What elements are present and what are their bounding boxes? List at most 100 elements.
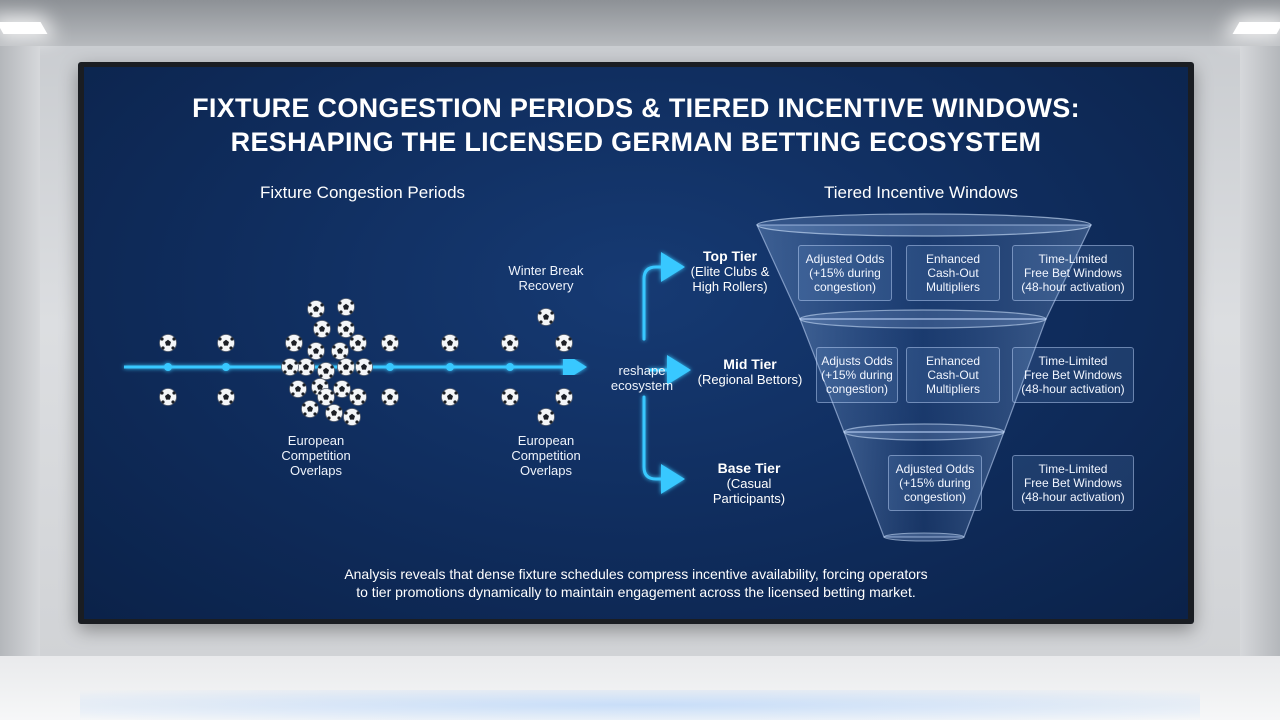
box-text: congestion) <box>825 382 889 396</box>
box-text: congestion) <box>903 490 967 504</box>
tier-funnel <box>756 213 1092 542</box>
soccer-ball-icon <box>501 388 519 406</box>
tier-label-mid: Mid Tier (Regional Bettors) <box>684 356 816 388</box>
soccer-ball-icon <box>337 358 355 376</box>
box-text: Time-Limited <box>1038 252 1108 266</box>
incentive-box-top-freebet: Time-Limited Free Bet Windows (48-hour a… <box>1012 245 1134 301</box>
box-text: Free Bet Windows <box>1023 476 1123 490</box>
tier-label-top: Top Tier (Elite Clubs & High Rollers) <box>680 249 780 295</box>
winter-break-line-1: Winter Break <box>508 263 584 278</box>
overlap-left-line-3: Overlaps <box>289 463 343 478</box>
soccer-ball-icon <box>337 298 355 316</box>
soccer-ball-icon <box>349 388 367 406</box>
incentive-box-mid-odds: Adjusts Odds (+15% during congestion) <box>816 347 898 403</box>
soccer-ball-group <box>159 298 573 426</box>
summary-line-2: to tier promotions dynamically to mainta… <box>356 584 916 600</box>
display-screen-bezel: Fixture Congestion Periods & Tiered Ince… <box>78 62 1194 624</box>
ceiling-light-right <box>1232 22 1280 34</box>
soccer-ball-icon <box>307 342 325 360</box>
incentive-box-mid-freebet: Time-Limited Free Bet Windows (48-hour a… <box>1012 347 1134 403</box>
incentive-box-base-odds: Adjusted Odds (+15% during congestion) <box>888 455 982 511</box>
tier-desc-base-2: Participants) <box>712 491 786 506</box>
incentive-box-mid-cashout: Enhanced Cash-Out Multipliers <box>906 347 1000 403</box>
diagram-graphics <box>124 213 1092 542</box>
right-section-heading: Tiered Incentive Windows <box>824 183 1019 202</box>
box-text: Adjusts Odds <box>821 354 893 368</box>
overlap-right-line-3: Overlaps <box>519 463 573 478</box>
box-text: Enhanced <box>925 354 981 368</box>
floor-reflection <box>80 690 1200 720</box>
summary-line-1: Analysis reveals that dense fixture sche… <box>344 566 928 582</box>
tier-desc-top-1: (Elite Clubs & <box>690 264 770 279</box>
soccer-ball-icon <box>317 362 335 380</box>
soccer-ball-icon <box>381 388 399 406</box>
incentive-box-base-freebet: Time-Limited Free Bet Windows (48-hour a… <box>1012 455 1134 511</box>
ceiling <box>0 0 1280 46</box>
soccer-ball-icon <box>301 400 319 418</box>
soccer-ball-icon <box>355 358 373 376</box>
box-text: Time-Limited <box>1038 354 1108 368</box>
soccer-ball-icon <box>555 388 573 406</box>
tier-desc-base-1: (Casual <box>726 476 772 491</box>
soccer-ball-icon <box>501 334 519 352</box>
box-text: congestion) <box>813 280 877 294</box>
title-line-1: Fixture Congestion Periods & Tiered Ince… <box>192 93 1080 123</box>
box-text: Adjusted Odds <box>805 252 885 266</box>
soccer-ball-icon <box>349 334 367 352</box>
floor <box>0 656 1280 720</box>
box-text: Time-Limited <box>1038 462 1108 476</box>
overlap-label-left: European Competition Overlaps <box>256 433 376 478</box>
summary-text: Analysis reveals that dense fixture sche… <box>84 565 1188 601</box>
soccer-ball-icon <box>537 408 555 426</box>
soccer-ball-icon <box>441 388 459 406</box>
overlap-left-line-2: Competition <box>281 448 351 463</box>
overlap-label-right: European Competition Overlaps <box>486 433 606 478</box>
overlap-left-line-1: European <box>287 433 345 448</box>
infographic-display: Fixture Congestion Periods & Tiered Ince… <box>84 67 1188 619</box>
incentive-box-top-cashout: Enhanced Cash-Out Multipliers <box>906 245 1000 301</box>
title-line-2: Reshaping the Licensed German Betting Ec… <box>230 127 1042 157</box>
wall-panel-right <box>1240 46 1280 656</box>
box-text: Free Bet Windows <box>1023 266 1123 280</box>
hub-label-line-1: reshape <box>618 363 666 378</box>
tier-name-mid: Mid Tier <box>723 356 777 372</box>
soccer-ball-icon <box>555 334 573 352</box>
soccer-ball-icon <box>441 334 459 352</box>
box-text: (48-hour activation) <box>1021 490 1125 504</box>
winter-break-line-2: Recovery <box>518 278 574 293</box>
soccer-ball-icon <box>217 388 235 406</box>
wall-panel-left <box>0 46 40 656</box>
tier-name-base: Base Tier <box>717 460 781 476</box>
soccer-ball-icon <box>313 320 331 338</box>
incentive-box-top-odds: Adjusted Odds (+15% during congestion) <box>798 245 892 301</box>
left-section-heading: Fixture Congestion Periods <box>260 183 466 202</box>
soccer-ball-icon <box>343 408 361 426</box>
box-text: (48-hour activation) <box>1021 280 1125 294</box>
overlap-right-line-2: Competition <box>511 448 581 463</box>
reshape-ecosystem-label: reshape ecosystem <box>592 363 692 393</box>
box-text: (+15% during <box>809 266 881 280</box>
ceiling-light-left <box>0 22 48 34</box>
soccer-ball-icon <box>331 342 349 360</box>
tier-label-base: Base Tier (Casual Participants) <box>694 460 804 507</box>
soccer-ball-icon <box>337 320 355 338</box>
box-text: (48-hour activation) <box>1021 382 1125 396</box>
tier-arrows <box>642 252 691 494</box>
soccer-ball-icon <box>325 404 343 422</box>
box-text: Multipliers <box>925 280 980 294</box>
tier-desc-mid-1: (Regional Bettors) <box>697 372 803 387</box>
soccer-ball-icon <box>333 380 351 398</box>
box-text: Cash-Out <box>927 368 979 382</box>
soccer-ball-icon <box>159 334 177 352</box>
soccer-ball-icon <box>217 334 235 352</box>
hub-label-line-2: ecosystem <box>610 378 674 393</box>
soccer-ball-icon <box>307 300 325 318</box>
soccer-ball-icon <box>289 380 307 398</box>
soccer-ball-icon <box>285 334 303 352</box>
soccer-ball-icon <box>317 388 335 406</box>
overlap-right-line-1: European <box>517 433 575 448</box>
soccer-ball-icon <box>297 358 315 376</box>
soccer-ball-icon <box>381 334 399 352</box>
box-text: Multipliers <box>925 382 980 396</box>
box-text: Enhanced <box>925 252 981 266</box>
